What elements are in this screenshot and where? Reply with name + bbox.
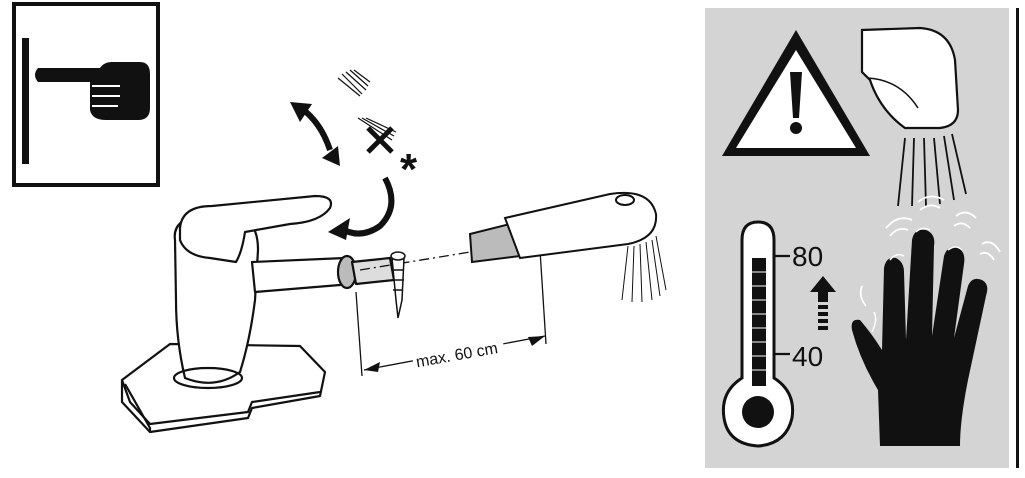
thermo-low-label: 40: [792, 341, 823, 372]
thermo-high-label: 80: [792, 241, 823, 272]
hand-shower: [468, 192, 658, 264]
pointing-hand-icon: [35, 62, 150, 120]
arrow-up-icon: [810, 276, 836, 330]
thermometer-icon: [721, 220, 795, 448]
safety-panel: 80 40: [705, 8, 1019, 468]
warning-triangle-icon: [722, 30, 870, 156]
hose-connector: [390, 251, 406, 319]
asterisk-label: *: [400, 145, 418, 194]
hose-outlet: [250, 256, 354, 294]
shower-spray: [621, 235, 667, 303]
spray-outlet-icon: [860, 26, 967, 207]
faucet-lever: [178, 194, 333, 264]
faucet-illustration: [120, 194, 396, 434]
no-symbol-x: [366, 126, 394, 154]
hot-hand-icon: [851, 195, 1001, 446]
note-box: [12, 2, 160, 187]
